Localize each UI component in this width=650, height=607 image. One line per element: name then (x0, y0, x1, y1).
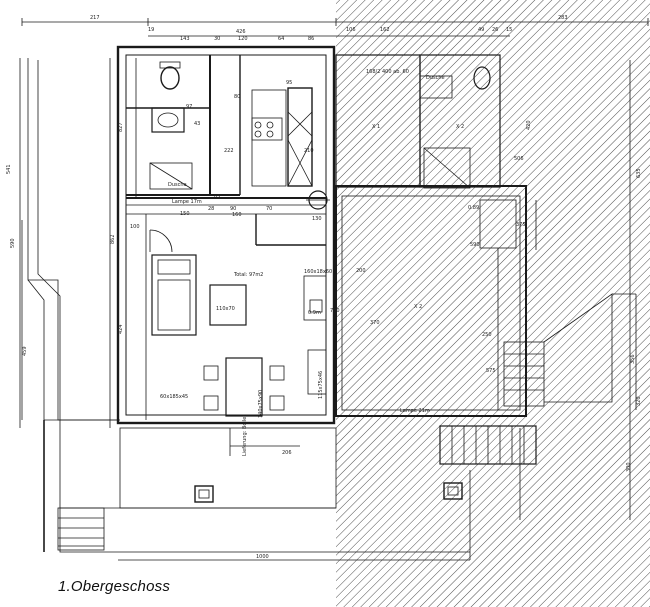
label-stair-note: Lampe 21m (400, 408, 430, 414)
label-x1: X 1 (372, 124, 380, 130)
hatched-neighbor-area (336, 0, 650, 607)
dim-top-162: 162 (380, 27, 390, 33)
dim-top-120: 120 (238, 36, 248, 42)
label-shelf-side: 115x75x46 (318, 371, 324, 399)
dim-top-283: 283 (558, 15, 568, 21)
dim-80: 80 (234, 94, 240, 100)
dim-right-320: 320 (636, 396, 642, 406)
label-tag: 0.9m (308, 310, 321, 316)
dim-right-575: 575 (486, 368, 496, 374)
dim-70: 70 (266, 206, 272, 212)
plan-lines (19, 18, 649, 561)
label-fenster: 0.89 (468, 205, 479, 211)
label-shelf-top: 160x18x60 (304, 269, 332, 275)
label-total: Total: 97m2 (233, 272, 263, 278)
label-dusche-left: Dusche (168, 182, 187, 188)
dim-top-217: 217 (90, 15, 100, 21)
label-chimney: Lieferung: Boiler (242, 414, 248, 456)
dim-95: 95 (286, 80, 292, 86)
dim-bottom-206: 206 (282, 450, 292, 456)
dim-top-64: 64 (278, 36, 284, 42)
label-kitchen-note: 168/2 400 ab. 60 (366, 69, 409, 75)
label-lampe: Lampe 17m (172, 199, 202, 205)
dim-top-15: 15 (506, 27, 512, 33)
label-x3: X 2 (456, 124, 464, 130)
label-counter-bottom: 60x185x45 (160, 394, 188, 400)
dim-left-541: 541 (6, 164, 12, 174)
dim-left-827: 827 (118, 122, 124, 132)
dim-right-375: 375 (516, 222, 526, 228)
dim-160: 160 (232, 212, 242, 218)
dim-700: 700 (330, 308, 340, 314)
dim-right-635: 635 (636, 168, 642, 178)
dim-370: 370 (370, 320, 380, 326)
label-table: 110x70 (216, 306, 235, 312)
dim-150: 150 (180, 211, 190, 217)
dim-top-19: 19 (148, 27, 154, 33)
dim-top-49: 49 (478, 27, 484, 33)
dim-right-420: 420 (526, 120, 532, 130)
dim-250: 250 (482, 332, 492, 338)
label-dusche-right: Dusche (426, 75, 445, 81)
dim-top-426: 426 (236, 29, 246, 35)
dim-right-300: 300 (626, 462, 632, 472)
dim-85: 85 (214, 194, 220, 200)
dim-28: 28 (208, 206, 214, 212)
label-unit-bottom: 140x75x90 (258, 390, 264, 418)
dim-90: 90 (230, 206, 236, 212)
neighbor-unit-lines (335, 54, 637, 560)
dim-right-356: 356 (630, 354, 636, 364)
plan-caption: 1.Obergeschoss (58, 578, 171, 595)
dim-100: 100 (130, 224, 140, 230)
dim-top-106: 106 (346, 27, 356, 33)
dimension-labels: 217 426 283 143 30 120 64 86 19 106 162 … (6, 15, 642, 560)
label-x2: X 2 (414, 304, 422, 310)
dim-top-86: 86 (308, 36, 314, 42)
dim-top-143: 143 (180, 36, 190, 42)
dim-506: 506 (514, 156, 524, 162)
dim-left-459: 459 (22, 346, 28, 356)
dim-left-590: 590 (10, 238, 16, 248)
dim-left-862: 862 (110, 234, 116, 244)
dim-top-26: 26 (492, 27, 498, 33)
dim-222: 222 (224, 148, 234, 154)
dim-top-30a: 30 (214, 36, 220, 42)
dim-210: 210 (304, 148, 314, 154)
dim-left-424: 424 (118, 324, 124, 334)
dim-43: 43 (194, 121, 200, 127)
room-labels: Total: 97m2 Dusche Dusche Lampe 17m 110x… (160, 69, 479, 456)
dim-right-590: 590 (470, 242, 480, 248)
dim-97: 97 (186, 104, 192, 110)
dim-200: 200 (356, 268, 366, 274)
dim-130: 130 (312, 216, 322, 222)
dim-bottom-1000: 1000 (256, 554, 269, 560)
